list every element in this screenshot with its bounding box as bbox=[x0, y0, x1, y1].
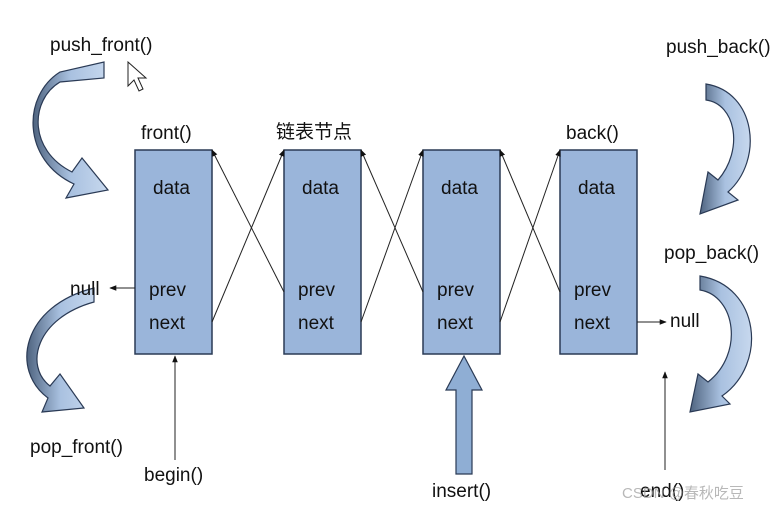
node-3-prev: prev bbox=[437, 280, 474, 301]
back-label: back() bbox=[566, 123, 619, 144]
node-2-data: data bbox=[302, 178, 339, 199]
next-link-3-4 bbox=[499, 149, 561, 323]
pop-back-curved-arrow bbox=[689, 275, 753, 413]
list-node-2 bbox=[283, 149, 362, 355]
list-node-1 bbox=[134, 149, 213, 355]
push-back-curved-arrow bbox=[699, 83, 751, 215]
insert-label: insert() bbox=[432, 481, 492, 502]
watermark-text: CSDN @春秋吃豆 bbox=[622, 485, 744, 502]
node-4-prev: prev bbox=[574, 280, 611, 301]
next-link-1-2 bbox=[211, 149, 285, 323]
node-4-data: data bbox=[578, 178, 615, 199]
end-label: end() bbox=[640, 481, 685, 502]
node-1-data: data bbox=[153, 178, 190, 199]
node-3-data: data bbox=[441, 178, 478, 199]
mouse-cursor-icon bbox=[127, 60, 148, 92]
pop-front-label: pop_front() bbox=[30, 437, 123, 458]
begin-label: begin() bbox=[144, 465, 204, 486]
node-2-prev: prev bbox=[298, 280, 335, 301]
node-1-prev: prev bbox=[149, 280, 186, 301]
node-2-next: next bbox=[298, 313, 334, 334]
push-front-label: push_front() bbox=[50, 35, 153, 56]
pop-front-curved-arrow bbox=[26, 287, 95, 413]
node-1-next: next bbox=[149, 313, 185, 334]
node-3-next: next bbox=[437, 313, 473, 334]
node-4-next: next bbox=[574, 313, 610, 334]
insert-arrow bbox=[445, 354, 483, 475]
pop-back-label: pop_back() bbox=[664, 243, 760, 264]
list-node-3 bbox=[422, 149, 501, 355]
front-label: front() bbox=[141, 123, 192, 144]
next-link-2-3 bbox=[360, 149, 424, 323]
node-title-label: 链表节点 bbox=[276, 122, 353, 143]
null-right-label: null bbox=[670, 311, 700, 332]
push-front-curved-arrow bbox=[32, 61, 110, 199]
list-node-4 bbox=[559, 149, 638, 355]
prev-link-2-1 bbox=[211, 149, 285, 293]
push-back-label: push_back() bbox=[666, 37, 771, 58]
prev-link-3-2 bbox=[360, 149, 424, 293]
prev-link-4-3 bbox=[499, 149, 561, 293]
null-left-label: null bbox=[70, 279, 100, 300]
